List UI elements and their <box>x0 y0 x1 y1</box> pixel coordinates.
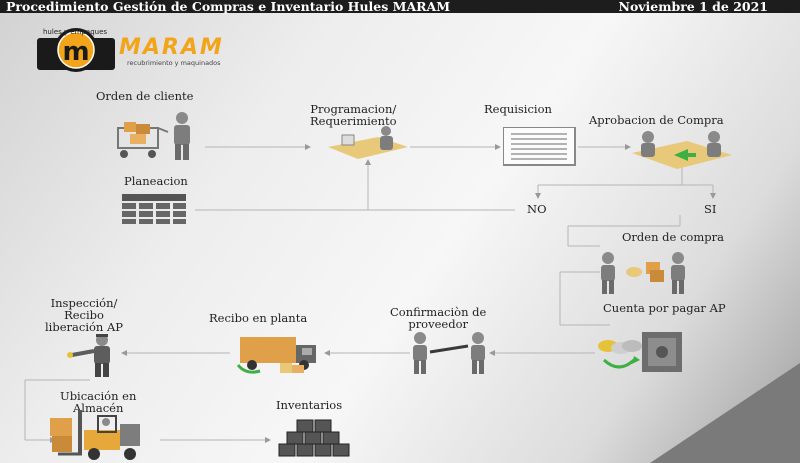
label-requisicion: Requisicion <box>484 102 552 116</box>
requisition-document-icon <box>503 127 576 166</box>
label-confirmacion: Confirmaciòn de proveedor <box>390 306 486 330</box>
maram-logo: m hules y empaques MARAM recubrimiento y… <box>37 24 257 74</box>
purchase-order-handoff-icon <box>601 252 685 294</box>
page-title: Procedimiento Gestión de Compras e Inven… <box>6 0 451 14</box>
label-inspeccion: Inspección/ Recibo liberación AP <box>45 297 123 333</box>
label-no: NO <box>527 202 547 216</box>
page-date: Noviembre 1 de 2021 <box>618 0 768 14</box>
label-ubicacion: Ubicación en Almacén <box>60 390 136 414</box>
label-orden-cliente: Orden de cliente <box>96 89 194 103</box>
label-si: SI <box>704 202 717 216</box>
logo-arc-text: hules y empaques <box>43 28 107 36</box>
label-inspeccion-line1: Inspección/ <box>50 296 118 310</box>
inventory-boxes-icon <box>278 419 350 457</box>
header-bar: Procedimiento Gestión de Compras e Inven… <box>0 0 800 13</box>
label-inspeccion-line3: liberación AP <box>45 320 124 334</box>
label-recibo-planta: Recibo en planta <box>209 311 308 325</box>
label-orden-compra: Orden de compra <box>622 230 724 244</box>
label-programacion: Programacion/ Requerimiento <box>310 103 397 127</box>
accounts-payable-safe-icon <box>598 332 682 372</box>
forklift-storage-icon <box>50 410 140 460</box>
label-ubicacion-line1: Ubicación en <box>60 389 137 403</box>
label-inspeccion-line2: Recibo <box>64 308 104 322</box>
shopping-cart-person-icon <box>117 112 190 160</box>
inspection-guard-icon <box>67 334 110 377</box>
calendar-icon <box>122 194 186 224</box>
label-inventarios: Inventarios <box>276 398 343 412</box>
label-confirmacion-line1: Confirmaciòn de <box>390 305 487 319</box>
planning-desk-icon <box>328 126 408 159</box>
logo-brand: MARAM <box>119 35 224 60</box>
label-cuenta-pagar: Cuenta por pagar AP <box>603 301 726 315</box>
delivery-truck-icon <box>236 337 316 374</box>
logo-letter: m <box>62 37 89 67</box>
label-programacion-line1: Programacion/ <box>310 102 397 116</box>
label-programacion-line2: Requerimiento <box>310 114 397 128</box>
label-planeacion: Planeacion <box>124 174 188 188</box>
corner-shade <box>650 363 800 463</box>
logo-tagline: recubrimiento y maquinados <box>127 59 221 67</box>
label-aprobacion: Aprobacion de Compra <box>589 113 724 127</box>
supplier-confirmation-icon <box>413 332 485 374</box>
label-confirmacion-line2: proveedor <box>408 317 469 331</box>
label-ubicacion-line2: Almacén <box>72 401 124 415</box>
approval-meeting-icon <box>632 131 732 169</box>
